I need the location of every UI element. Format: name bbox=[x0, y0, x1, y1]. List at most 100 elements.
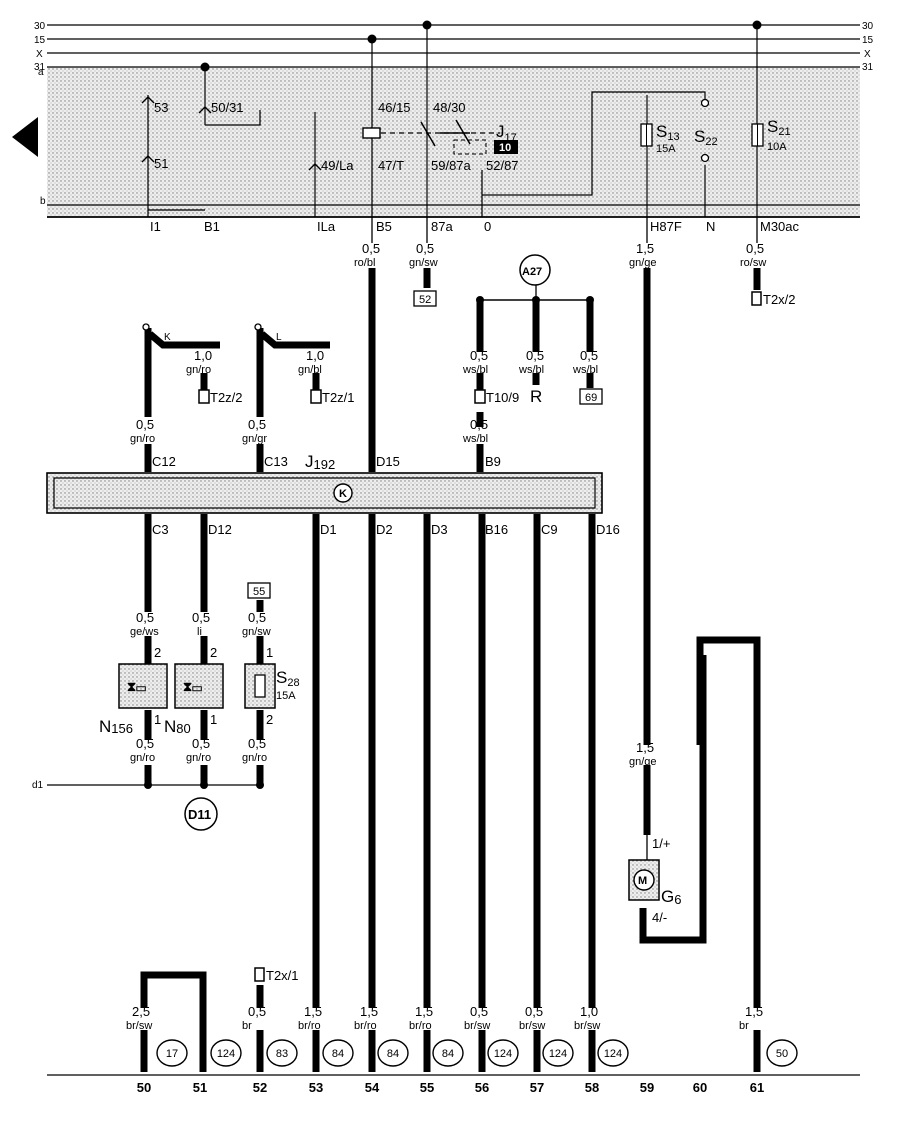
pin-87a: 87a bbox=[431, 219, 453, 234]
connector-t109-icon bbox=[474, 389, 486, 404]
junction-dot bbox=[144, 781, 152, 789]
ecu-pin-d3: D3 bbox=[431, 522, 448, 537]
wire-color: ge/ws bbox=[130, 626, 159, 638]
solenoid-valve-icon: ⧗▭ bbox=[127, 679, 146, 694]
wire-color: br/sw bbox=[574, 1020, 600, 1032]
ground-position-number: 59 bbox=[640, 1080, 654, 1095]
reference-number: 124 bbox=[549, 1048, 567, 1060]
valve-pin-bot: 2 bbox=[266, 712, 273, 727]
relay-coil-icon bbox=[362, 127, 381, 139]
ground-d11-label: D11 bbox=[188, 807, 211, 822]
ecu-mark: K bbox=[339, 488, 347, 500]
wire-size: 0,5 bbox=[192, 736, 210, 751]
pin-b1: B1 bbox=[204, 219, 220, 234]
ecu-pin-d15: D15 bbox=[376, 454, 400, 469]
ecu-pin-d16: D16 bbox=[596, 522, 620, 537]
fuse-s28-rating: 15A bbox=[276, 690, 296, 702]
ref-box-55[interactable] bbox=[247, 582, 271, 599]
term-4830: 48/30 bbox=[433, 100, 466, 115]
ecu-pin-c3: C3 bbox=[152, 522, 169, 537]
ground-position-number: 61 bbox=[750, 1080, 764, 1095]
connector-t2x1-label: T2x/1 bbox=[266, 968, 299, 983]
wire-size: 0,5 bbox=[248, 736, 266, 751]
wire-color: gn/ge bbox=[629, 257, 657, 269]
valve-n80-box bbox=[174, 663, 224, 709]
reference-circle[interactable] bbox=[542, 1039, 574, 1067]
wire-color: br/sw bbox=[126, 1020, 152, 1032]
reference-circle[interactable] bbox=[322, 1039, 354, 1067]
wire-color: gn/gr bbox=[242, 433, 267, 445]
connector-t2x1-icon bbox=[254, 967, 265, 982]
connector-t2z2-icon bbox=[198, 389, 210, 404]
fuse-s28-label: S28 bbox=[276, 668, 300, 689]
contact-53-icon bbox=[141, 96, 155, 104]
reference-circle[interactable] bbox=[377, 1039, 409, 1067]
ref-box-69[interactable] bbox=[579, 388, 603, 405]
rail-label-31-right: 31 bbox=[862, 62, 874, 73]
wire-size: 2,5 bbox=[132, 1004, 150, 1019]
reference-circle[interactable] bbox=[597, 1039, 629, 1067]
valve-pin-bot: 1 bbox=[210, 712, 217, 727]
wire-size: 1,0 bbox=[580, 1004, 598, 1019]
wire-size: 0,5 bbox=[248, 417, 266, 432]
ground-position-number: 55 bbox=[420, 1080, 434, 1095]
ecu-pin-d1: D1 bbox=[320, 522, 337, 537]
pin-m30ac: M30ac bbox=[760, 219, 800, 234]
wire-size: 0,5 bbox=[525, 1004, 543, 1019]
wire-size: 0,5 bbox=[470, 348, 488, 363]
wire-color: ws/bl bbox=[462, 364, 488, 376]
reference-circle[interactable] bbox=[210, 1039, 242, 1067]
wire-color: gn/ro bbox=[186, 364, 211, 376]
ref-box-52[interactable] bbox=[413, 290, 437, 307]
reference-circle[interactable] bbox=[487, 1039, 519, 1067]
valve-pin-top: 2 bbox=[154, 645, 161, 660]
motor-pin-plus: 1/+ bbox=[652, 836, 670, 851]
wire-color: gn/ro bbox=[242, 752, 267, 764]
a27-label: A27 bbox=[522, 266, 542, 278]
reference-circle[interactable] bbox=[766, 1039, 798, 1067]
reference-circle[interactable] bbox=[156, 1039, 188, 1067]
wire-size: 0,5 bbox=[526, 348, 544, 363]
page-back-arrow-icon[interactable] bbox=[12, 117, 38, 157]
motor-g6-label: G6 bbox=[661, 887, 681, 907]
wire-color: gn/ge bbox=[629, 756, 657, 768]
bus-rails bbox=[47, 24, 860, 218]
rail-label-x-left: X bbox=[36, 49, 43, 60]
ground-position-number: 53 bbox=[309, 1080, 323, 1095]
reference-circle[interactable] bbox=[266, 1039, 298, 1067]
switch-s22-bottom-icon bbox=[700, 153, 710, 163]
wire-color: br/sw bbox=[464, 1020, 490, 1032]
ecu-pin-d2: D2 bbox=[376, 522, 393, 537]
junction-dot bbox=[532, 296, 540, 304]
term-49la: 49/La bbox=[321, 158, 354, 173]
switch-s22-label: S22 bbox=[694, 127, 718, 148]
rail-label-x-right: X bbox=[864, 49, 871, 60]
wire-color: gn/ro bbox=[130, 752, 155, 764]
connector-t2x2-icon bbox=[751, 291, 762, 306]
valve-pin-top: 1 bbox=[266, 645, 273, 660]
wire-size: 1,5 bbox=[360, 1004, 378, 1019]
sensor-l-label: L bbox=[276, 332, 282, 343]
pin-i1: I1 bbox=[150, 219, 161, 234]
junction-dot bbox=[476, 296, 484, 304]
wire-size: 0,5 bbox=[746, 241, 764, 256]
wire-size: 1,5 bbox=[636, 740, 654, 755]
wire-color: ws/bl bbox=[462, 433, 488, 445]
wire-color: gn/sw bbox=[409, 257, 438, 269]
ground-position-number: 50 bbox=[137, 1080, 151, 1095]
wire-size: 0,5 bbox=[192, 610, 210, 625]
ecu-pin-c12: C12 bbox=[152, 454, 176, 469]
connector-t2z1-label: T2z/1 bbox=[322, 390, 355, 405]
ecu-name: J192 bbox=[305, 452, 335, 472]
wire-size: 1,0 bbox=[306, 348, 324, 363]
fuse-s13-label: S13 bbox=[656, 122, 680, 143]
ref-69: 69 bbox=[585, 392, 597, 404]
term-5031: 50/31 bbox=[211, 100, 244, 115]
reference-number: 84 bbox=[332, 1048, 344, 1060]
wire-color: gn/sw bbox=[242, 626, 271, 638]
switch-s22-top-icon bbox=[700, 98, 710, 108]
reference-circle[interactable] bbox=[432, 1039, 464, 1067]
ground-position-number: 57 bbox=[530, 1080, 544, 1095]
wire-color: br/ro bbox=[298, 1020, 321, 1032]
